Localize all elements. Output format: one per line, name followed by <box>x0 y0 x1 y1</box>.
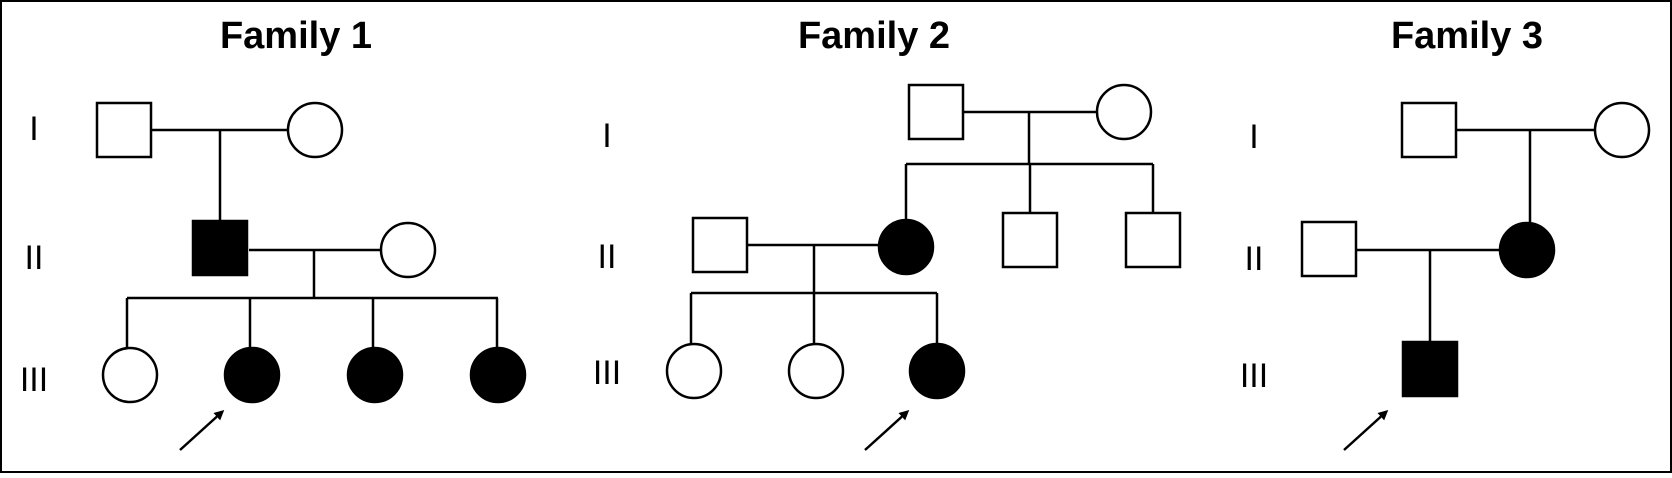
family-1-II-1-male-affected <box>191 219 249 277</box>
family-2-generation-II-label: II <box>598 238 617 276</box>
family-3-III-1-male-affected-proband <box>1401 340 1459 398</box>
family-2-III-3-female-affected-proband <box>908 342 966 400</box>
family-3-generation-II-label: II <box>1245 240 1264 278</box>
family-1-III-4-female-affected <box>469 346 527 404</box>
family-3-lines <box>1356 128 1595 342</box>
family-1-lines <box>125 128 499 348</box>
family-1-III-2-female-affected-proband <box>223 346 281 404</box>
family-1-I-2-female-unaffected <box>286 101 344 159</box>
family-3-generation-III-label: III <box>1240 357 1268 395</box>
family-1-pedigree: Family 1 I II III <box>20 15 527 451</box>
family-2-I-1-male-unaffected <box>907 83 965 141</box>
family-3-pedigree: Family 3 I II III <box>1240 15 1651 451</box>
family-2-III-1-female-unaffected <box>665 342 723 400</box>
family-1-III-3-female-affected <box>346 346 404 404</box>
family-1-III-1-female-unaffected <box>101 346 159 404</box>
family-2-generation-I-label: I <box>602 117 611 155</box>
family-3-title: Family 3 <box>1391 15 1543 57</box>
family-2-pedigree: Family 2 I II III <box>593 15 1182 451</box>
family-1-generation-I-label: I <box>29 110 38 148</box>
family-2-title: Family 2 <box>798 15 950 57</box>
family-2-II-2-female-affected <box>877 218 935 276</box>
family-2-II-3-male-unaffected <box>1001 211 1059 269</box>
family-1-generation-II-label: II <box>25 239 44 277</box>
family-1-generation-III-label: III <box>20 361 48 399</box>
family-1-proband-arrow <box>179 409 225 451</box>
family-1-title: Family 1 <box>220 15 372 57</box>
family-2-lines <box>689 110 1155 344</box>
family-3-II-1-male-unaffected <box>1300 220 1358 278</box>
family-3-generation-I-label: I <box>1249 118 1258 156</box>
family-2-proband-arrow <box>864 409 910 451</box>
family-2-generation-III-label: III <box>593 354 621 392</box>
family-1-II-2-female-unaffected <box>379 221 437 279</box>
family-1-I-1-male-unaffected <box>95 101 153 159</box>
family-2-I-2-female-unaffected <box>1095 83 1153 141</box>
family-2-II-4-male-unaffected <box>1124 211 1182 269</box>
family-2-III-2-female-unaffected <box>787 342 845 400</box>
family-3-I-2-female-unaffected <box>1593 101 1651 159</box>
family-3-proband-arrow <box>1343 409 1389 451</box>
family-3-I-1-male-unaffected <box>1400 101 1458 159</box>
family-3-II-2-female-affected <box>1498 221 1556 279</box>
family-2-II-1-male-unaffected <box>691 216 749 274</box>
